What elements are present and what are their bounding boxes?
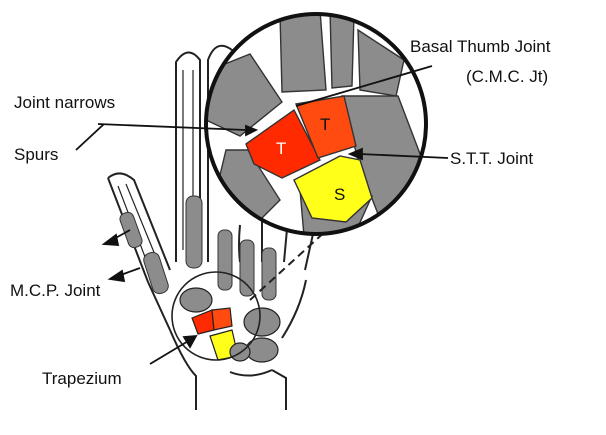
label-stt-joint: S.T.T. Joint: [450, 149, 533, 168]
small-wrist-bones: [179, 287, 281, 363]
scaphoid-bone: [293, 155, 373, 223]
small-focus-circle: [171, 271, 261, 361]
label-cmc-joint: (C.M.C. Jt): [466, 67, 548, 86]
magnified-circle-border: [204, 12, 428, 236]
label-spurs: Spurs: [14, 145, 58, 164]
leader-lines: [75, 65, 449, 365]
label-basal-thumb-joint: Basal Thumb Joint: [410, 37, 551, 56]
label-joint-narrows: Joint narrows: [14, 93, 115, 112]
label-mcp-joint: M.C.P. Joint: [10, 281, 101, 300]
scaphoid-letter: S: [334, 185, 345, 204]
finger-bones: [119, 195, 277, 301]
trapezium-bone: [245, 108, 321, 179]
label-trapezium: Trapezium: [42, 369, 122, 388]
trapezium-letter: T: [276, 139, 286, 158]
trapezoid-bone: [295, 95, 357, 159]
trapezoid-letter: T: [320, 115, 330, 134]
